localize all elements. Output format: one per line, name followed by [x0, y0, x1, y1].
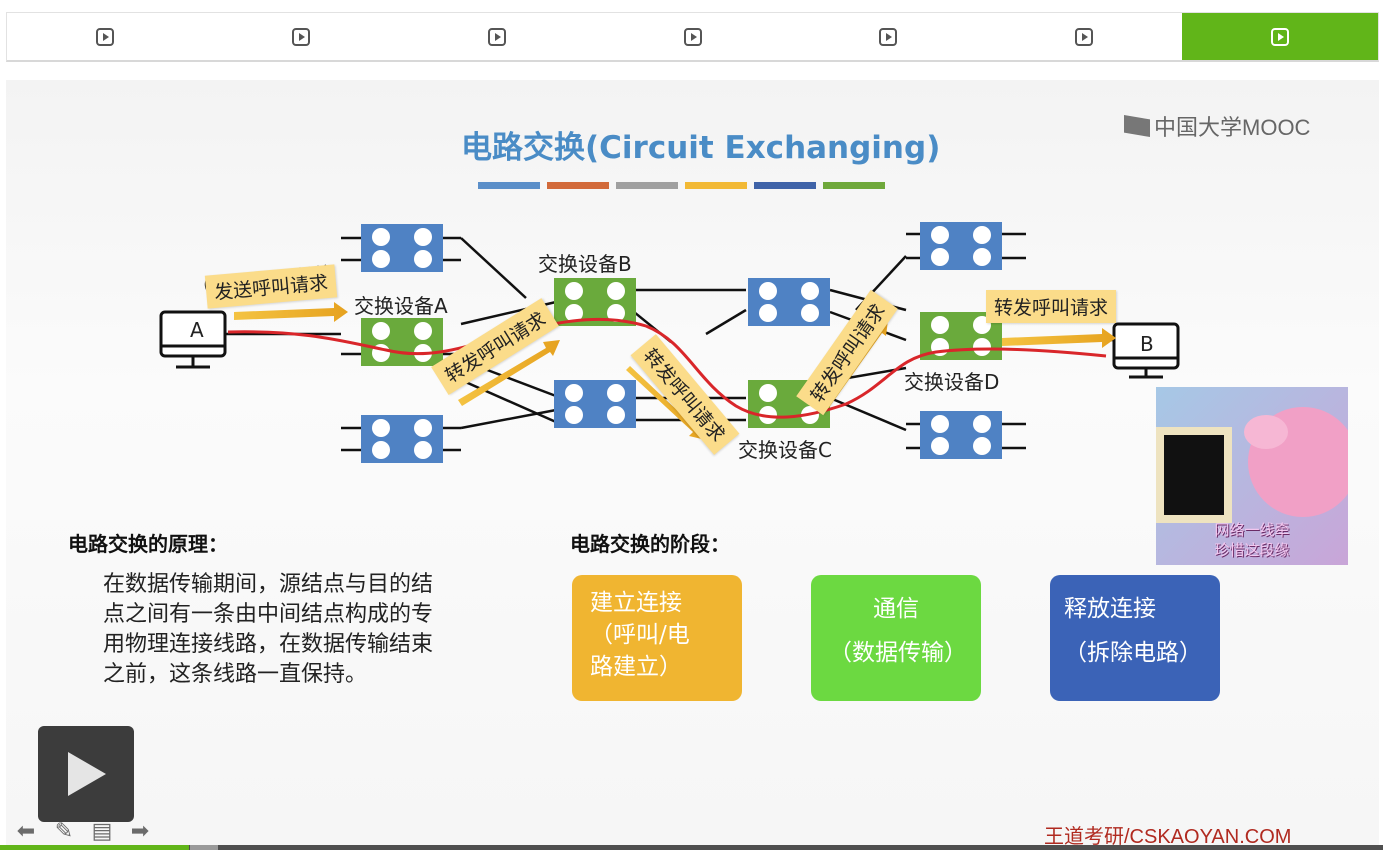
title-underline-4: [685, 182, 747, 189]
note-forward-request-4: 转发呼叫请求: [986, 290, 1117, 323]
play-icon: [1075, 27, 1094, 46]
play-icon: [683, 27, 702, 46]
host-a-label: A: [190, 318, 204, 342]
tab-2[interactable]: [203, 13, 399, 60]
tab-4[interactable]: [595, 13, 791, 60]
stages-heading: 电路交换的阶段：: [570, 532, 730, 556]
switch-b-label: 交换设备B: [538, 252, 632, 276]
title-underline-1: [478, 182, 540, 189]
tab-7-active[interactable]: [1182, 13, 1379, 60]
title-underline-6: [823, 182, 885, 189]
slide: 电路交换(Circuit Exchanging) 中国大学MOOC: [6, 80, 1379, 848]
play-icon: [95, 27, 114, 46]
progress-fill: [0, 845, 190, 850]
host-b-label: B: [1140, 332, 1154, 356]
video-overlay: 网络一线牵 珍惜这段缘: [1156, 387, 1348, 565]
title-underline-2: [547, 182, 609, 189]
host-a-monitor-icon: [159, 310, 227, 369]
tab-6[interactable]: [986, 13, 1182, 60]
title-underline-3: [616, 182, 678, 189]
tab-bar: [6, 12, 1379, 62]
switch-a-label: 交换设备A: [354, 294, 448, 318]
prev-icon[interactable]: ⬅: [16, 818, 36, 844]
switch-blue-mid-top: [748, 278, 830, 326]
principle-heading: 电路交换的原理：: [68, 532, 228, 556]
title-underline-5: [754, 182, 816, 189]
switch-d-label: 交换设备D: [904, 370, 1000, 394]
switch-blue-top-right: [920, 222, 1002, 270]
progress-bar[interactable]: [0, 845, 1383, 850]
slide-title: 电路交换(Circuit Exchanging): [461, 130, 941, 166]
play-icon: [291, 27, 310, 46]
play-icon: [879, 27, 898, 46]
switch-blue-bottom-left: [361, 415, 443, 463]
mooc-logo: 中国大学MOOC: [1124, 110, 1310, 142]
player-controls: ⬅ ✎ ▤ ➡: [12, 818, 154, 844]
switch-a: [361, 318, 443, 366]
switch-blue-bottom-right: [920, 411, 1002, 459]
mooc-logo-icon: [1124, 115, 1150, 137]
footer-brand: 王道考研/CSKAOYAN.COM: [1044, 826, 1292, 848]
computer-illustration: [1156, 427, 1232, 523]
overlay-subtitle-2: 珍惜这段缘: [1214, 541, 1290, 559]
switch-blue-mid-left: [554, 380, 636, 428]
circuit-path: [227, 317, 1107, 419]
pig-snout-illustration: [1244, 415, 1288, 449]
pen-icon[interactable]: ✎: [54, 818, 74, 844]
tab-1[interactable]: [7, 13, 203, 60]
switch-c-label: 交换设备C: [738, 438, 832, 462]
next-icon[interactable]: ➡: [130, 818, 150, 844]
stage-communicate: 通信 （数据传输）: [811, 575, 981, 701]
progress-buffer: [190, 845, 218, 850]
principle-text: 在数据传输期间，源结点与目的结 点之间有一条由中间结点构成的专 用物理连接线路，…: [103, 572, 434, 687]
notes-icon[interactable]: ▤: [91, 818, 113, 844]
play-icon: [487, 27, 506, 46]
stage-establish: 建立连接 （呼叫/电 路建立）: [572, 575, 742, 701]
tab-3[interactable]: [399, 13, 595, 60]
switch-blue-top-left: [361, 224, 443, 272]
stage-release: 释放连接 （拆除电路）: [1050, 575, 1220, 701]
play-button[interactable]: [38, 726, 134, 822]
overlay-subtitle-1: 网络一线牵: [1214, 521, 1290, 539]
host-b-monitor-icon: [1112, 322, 1180, 379]
tab-5[interactable]: [790, 13, 986, 60]
play-icon: [1271, 27, 1290, 46]
